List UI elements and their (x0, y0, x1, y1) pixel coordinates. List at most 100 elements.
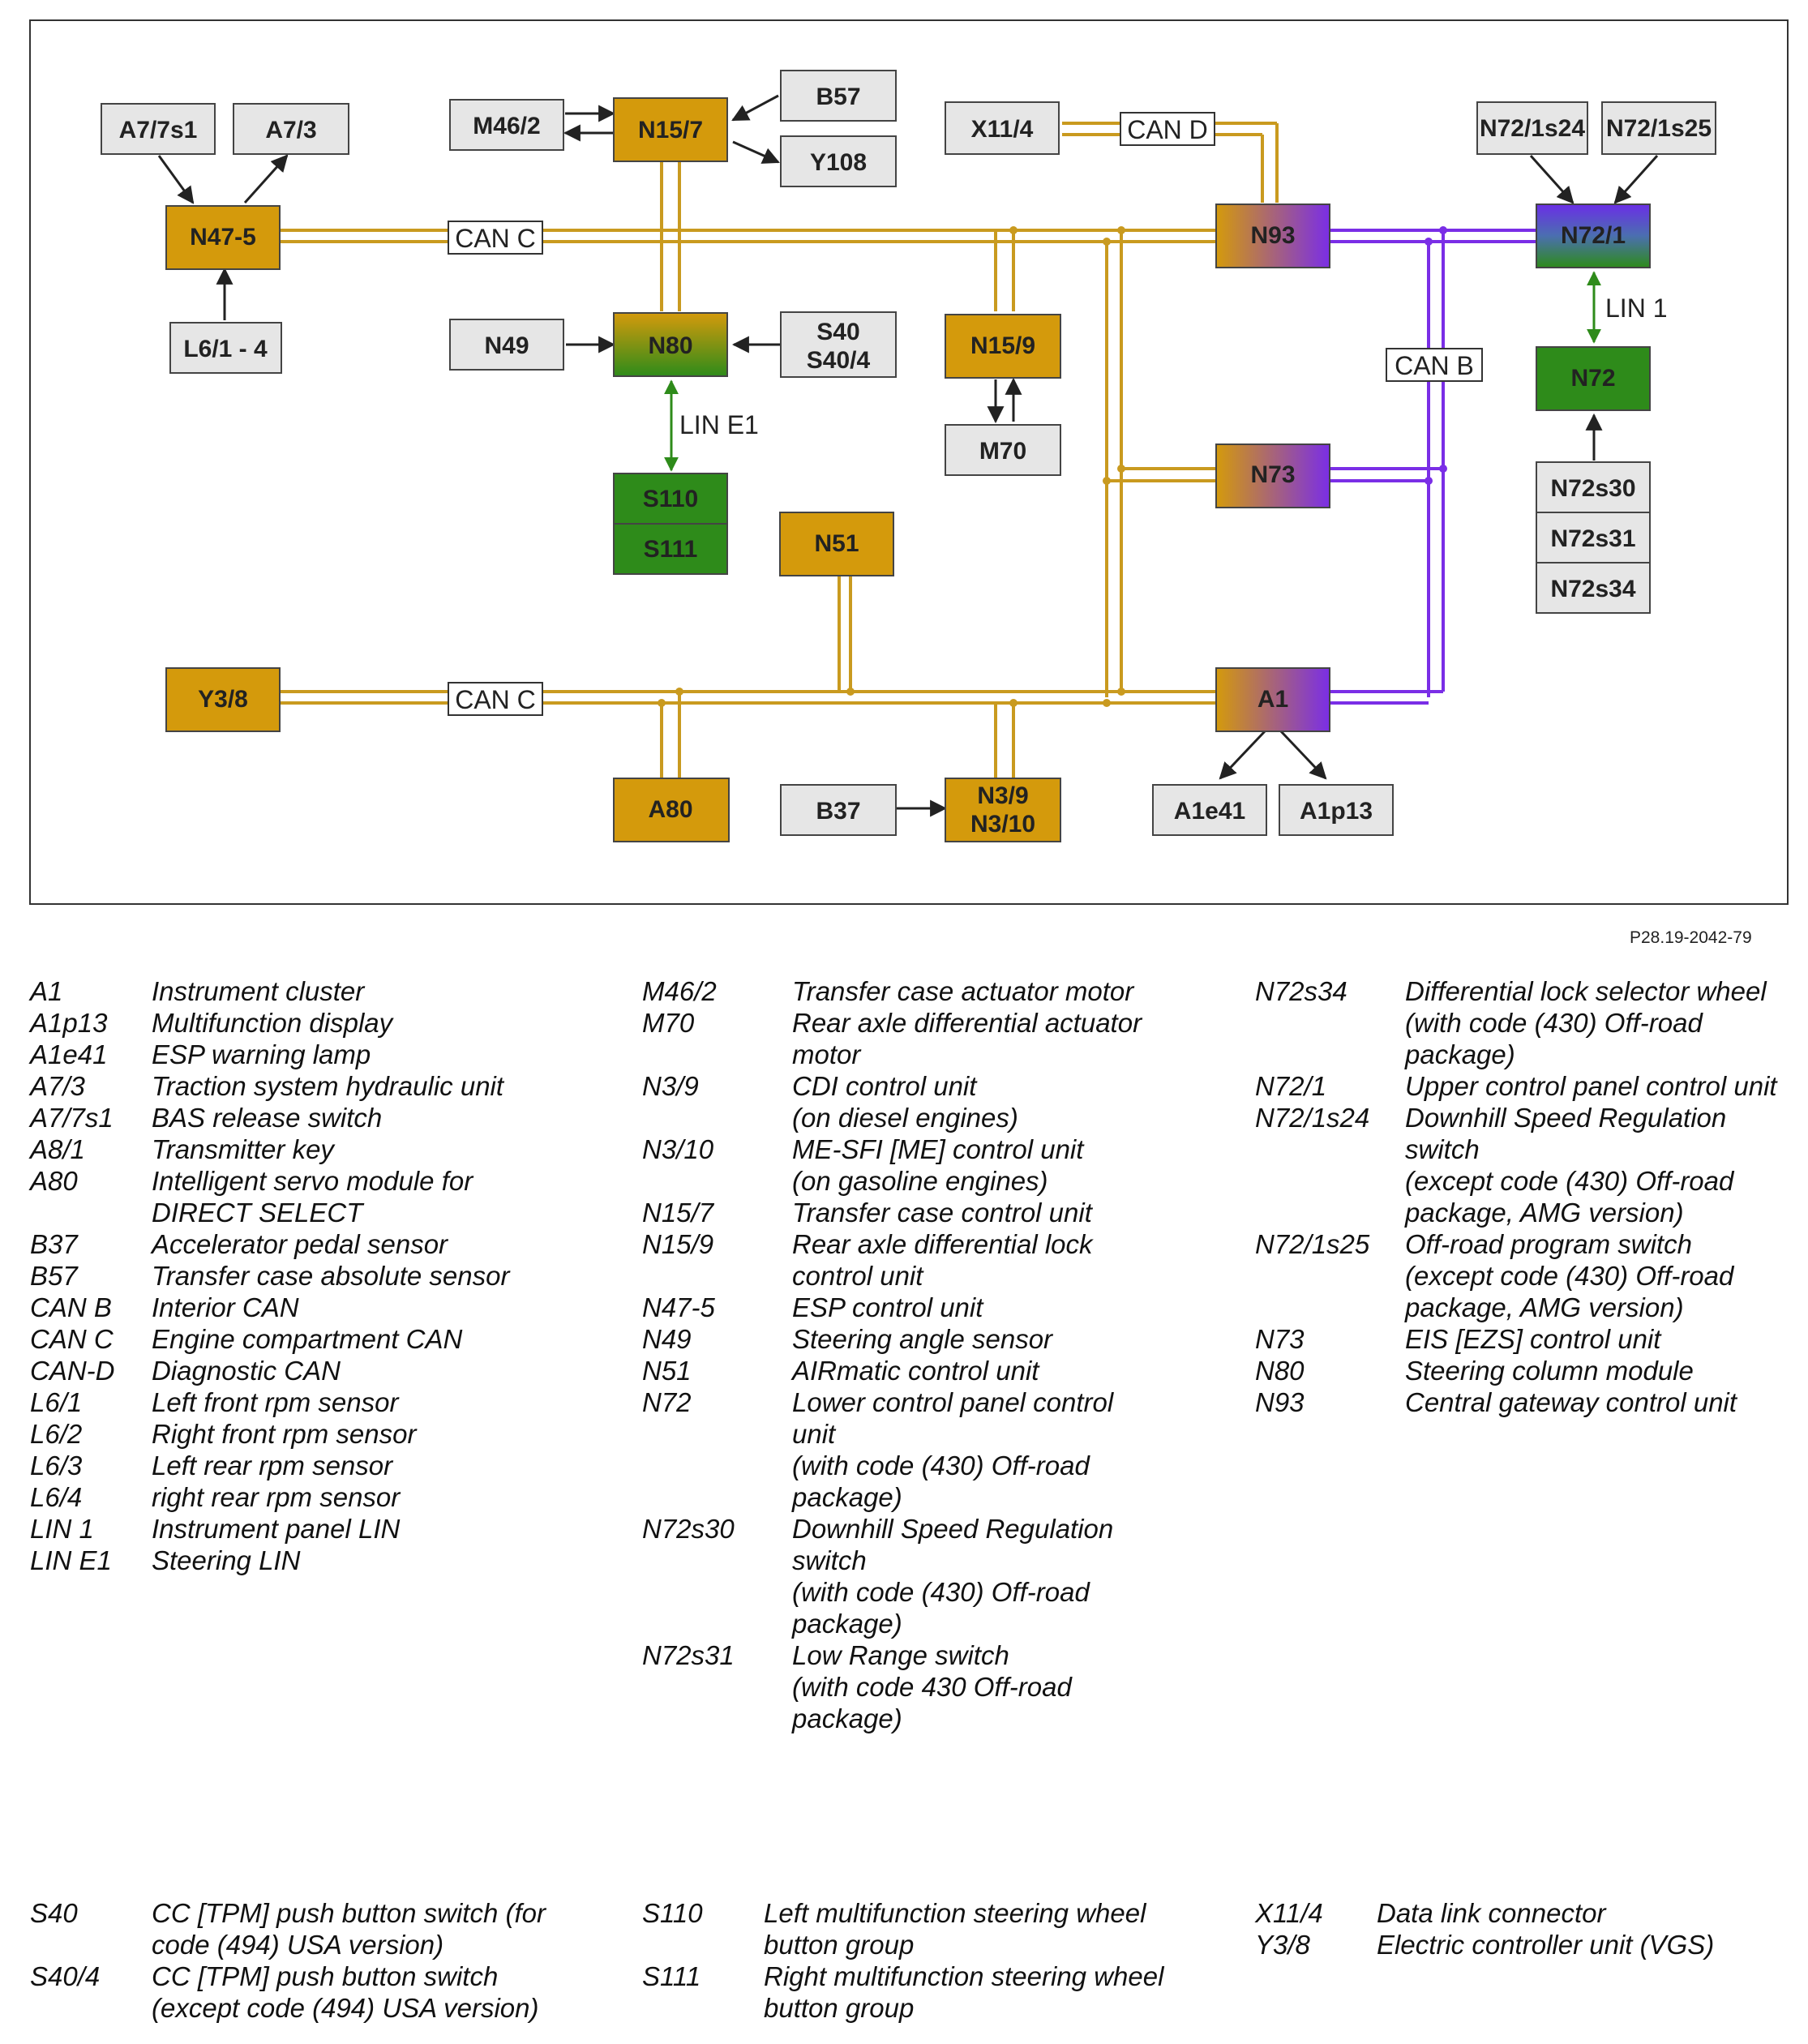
legend-code: L6/3 (30, 1451, 83, 1481)
legend-description: Accelerator pedal sensor (152, 1229, 448, 1259)
legend-code: CAN B (30, 1292, 112, 1322)
legend-code: S110 (642, 1898, 703, 1928)
figure-id: P28.19-2042-79 (1630, 928, 1752, 947)
box-N73: N73 (1250, 461, 1295, 488)
legend-description: CC [TPM] push button switch (for code (4… (152, 1898, 546, 1960)
box-N72s34: N72s34 (1550, 576, 1635, 602)
legend-description: Lower control panel control unit (with c… (792, 1387, 1114, 1512)
diagram-frame (29, 19, 1789, 905)
box-N72-1s24: N72/1s24 (1480, 115, 1585, 142)
legend-description: AIRmatic control unit (792, 1356, 1039, 1386)
box-B57: B57 (816, 84, 860, 110)
legend-entry: X11/4 Data link connector (1255, 1897, 1806, 1929)
legend-code: N3/10 (642, 1134, 714, 1164)
box-A1p13: A1p13 (1300, 798, 1373, 825)
bus-label-boxes (448, 112, 1483, 716)
legend-entry: M70 Rear axle differential actuator motor (642, 1007, 1210, 1070)
legend-description: Instrument panel LIN (152, 1514, 401, 1544)
legend-description: Rear axle differential actuator motor (792, 1008, 1142, 1069)
legend-code: M70 (642, 1008, 695, 1038)
legend-description: Data link connector (1377, 1898, 1606, 1928)
legend-description: right rear rpm sensor (152, 1482, 401, 1512)
box-S40-4: S40/4 (807, 347, 871, 374)
legend-description: Central gateway control unit (1405, 1387, 1737, 1417)
legend-description: Intelligent servo module for DIRECT SELE… (152, 1166, 473, 1228)
legend-entry: N3/10 ME-SFI [ME] control unit (on gasoli… (642, 1133, 1210, 1197)
legend-description: Diagnostic CAN (152, 1356, 341, 1386)
box-N15-9: N15/9 (970, 332, 1035, 359)
box-B37: B37 (816, 798, 860, 825)
box-M70: M70 (979, 438, 1026, 465)
legend-description: BAS release switch (152, 1103, 383, 1133)
legend-code: N51 (642, 1356, 692, 1386)
legend-entry: A1 Instrument cluster (30, 975, 598, 1007)
legend-code: X11/4 (1255, 1898, 1323, 1928)
legend-description: ME-SFI [ME] control unit (on gasoline en… (792, 1134, 1084, 1196)
label-can-d: CAN D (1127, 115, 1208, 144)
box-N47-5: N47-5 (190, 224, 256, 251)
legend-description: Interior CAN (152, 1292, 299, 1322)
legend-entry: N72s30 Downhill Speed Regulation switch (… (642, 1513, 1210, 1639)
legend-entry: N72 Lower control panel control unit (wit… (642, 1386, 1210, 1513)
legend-entry: A7/7s1 BAS release switch (30, 1102, 598, 1133)
legend-description: Left front rpm sensor (152, 1387, 399, 1417)
legend-description: Steering LIN (152, 1545, 301, 1575)
label-can-c-top: CAN C (455, 224, 536, 253)
box-N72: N72 (1570, 365, 1615, 392)
can-b-bus (1330, 229, 1540, 705)
box-N72-1: N72/1 (1561, 222, 1626, 249)
legend-description: Differential lock selector wheel (with c… (1405, 976, 1767, 1069)
legend-code: B37 (30, 1229, 78, 1259)
legend-code: A7/3 (30, 1071, 85, 1101)
legend-code: L6/4 (30, 1482, 83, 1512)
label-can-b: CAN B (1395, 351, 1474, 380)
legend-code: A1p13 (30, 1008, 108, 1038)
label-can-c-bottom: CAN C (455, 685, 536, 714)
box-N3-9: N3/9 (977, 782, 1028, 809)
legend-code: S40 (30, 1898, 78, 1928)
legend-entry: S40 CC [TPM] push button switch (for code… (30, 1897, 598, 1960)
signal-arrows (157, 94, 1659, 817)
box-Y3-8: Y3/8 (198, 686, 248, 713)
legend-description: Downhill Speed Regulation switch (with c… (792, 1514, 1114, 1639)
network-diagram: A7/7s1 A7/3 N47-5 L6/1 - 4 M46/2 N15/7 B… (29, 19, 1789, 905)
legend-code: LIN E1 (30, 1545, 112, 1575)
legend-description: Engine compartment CAN (152, 1324, 463, 1354)
legend-code: N72s30 (642, 1514, 735, 1544)
box-A7-3: A7/3 (265, 117, 316, 144)
legend-description: Off-road program switch (except code (43… (1405, 1229, 1734, 1322)
legend-description: Steering column module (1405, 1356, 1694, 1386)
legend-code: S40/4 (30, 1961, 101, 1991)
legend-code: A8/1 (30, 1134, 85, 1164)
legend-description: Instrument cluster (152, 976, 365, 1006)
box-N93: N93 (1250, 222, 1295, 249)
legend-code: L6/1 (30, 1387, 83, 1417)
box-S111: S111 (644, 536, 698, 563)
legend-code: N93 (1255, 1387, 1305, 1417)
legend-code: N72 (642, 1387, 692, 1417)
label-lin-e1: LIN E1 (679, 410, 759, 439)
legend-code: A1 (30, 976, 63, 1006)
box-N15-7: N15/7 (638, 117, 703, 144)
box-N51: N51 (814, 530, 859, 557)
legend-entry: N93 Central gateway control unit (1255, 1386, 1806, 1418)
legend-description: Transfer case control unit (792, 1198, 1092, 1228)
legend-code: A7/7s1 (30, 1103, 114, 1133)
legend-description: EIS [EZS] control unit (1405, 1324, 1661, 1354)
